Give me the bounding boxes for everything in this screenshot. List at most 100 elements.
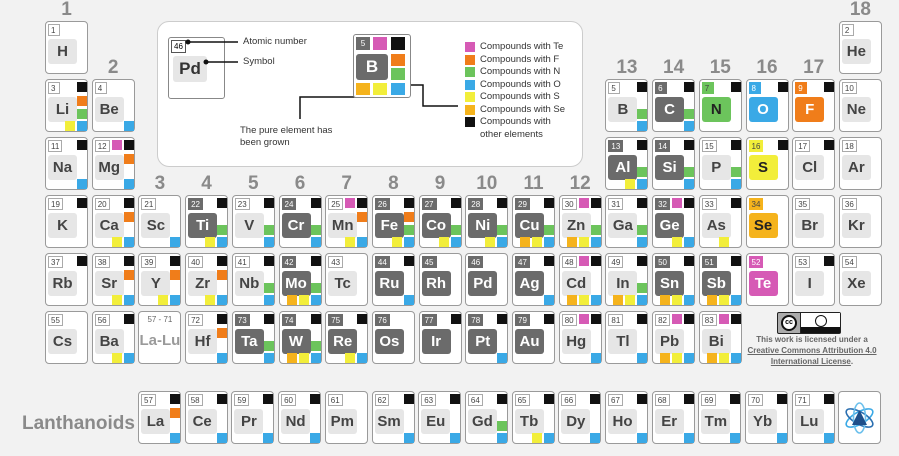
compound-mark-Se — [660, 295, 671, 305]
legend-boron-cell: 5 B — [353, 34, 411, 98]
license-link[interactable]: Creative Commons Attribution 4.0 Interna… — [747, 346, 877, 366]
element-symbol: Xe — [841, 271, 871, 296]
compound-mark-O — [637, 237, 648, 247]
compound-mark-O — [683, 433, 694, 443]
element-symbol: Fe — [374, 213, 404, 238]
element-symbol: Bi — [701, 329, 731, 354]
compound-mark-other — [637, 82, 648, 92]
element-symbol: Ga — [608, 213, 638, 238]
compound-mark-N — [637, 109, 648, 119]
element-symbol: Be — [94, 97, 124, 122]
compound-mark-other — [357, 198, 368, 208]
cc-by-badge[interactable]: cc — [777, 312, 841, 334]
compound-mark-O — [77, 121, 87, 131]
element-symbol: Ba — [94, 329, 124, 354]
element-symbol: I — [795, 271, 825, 296]
